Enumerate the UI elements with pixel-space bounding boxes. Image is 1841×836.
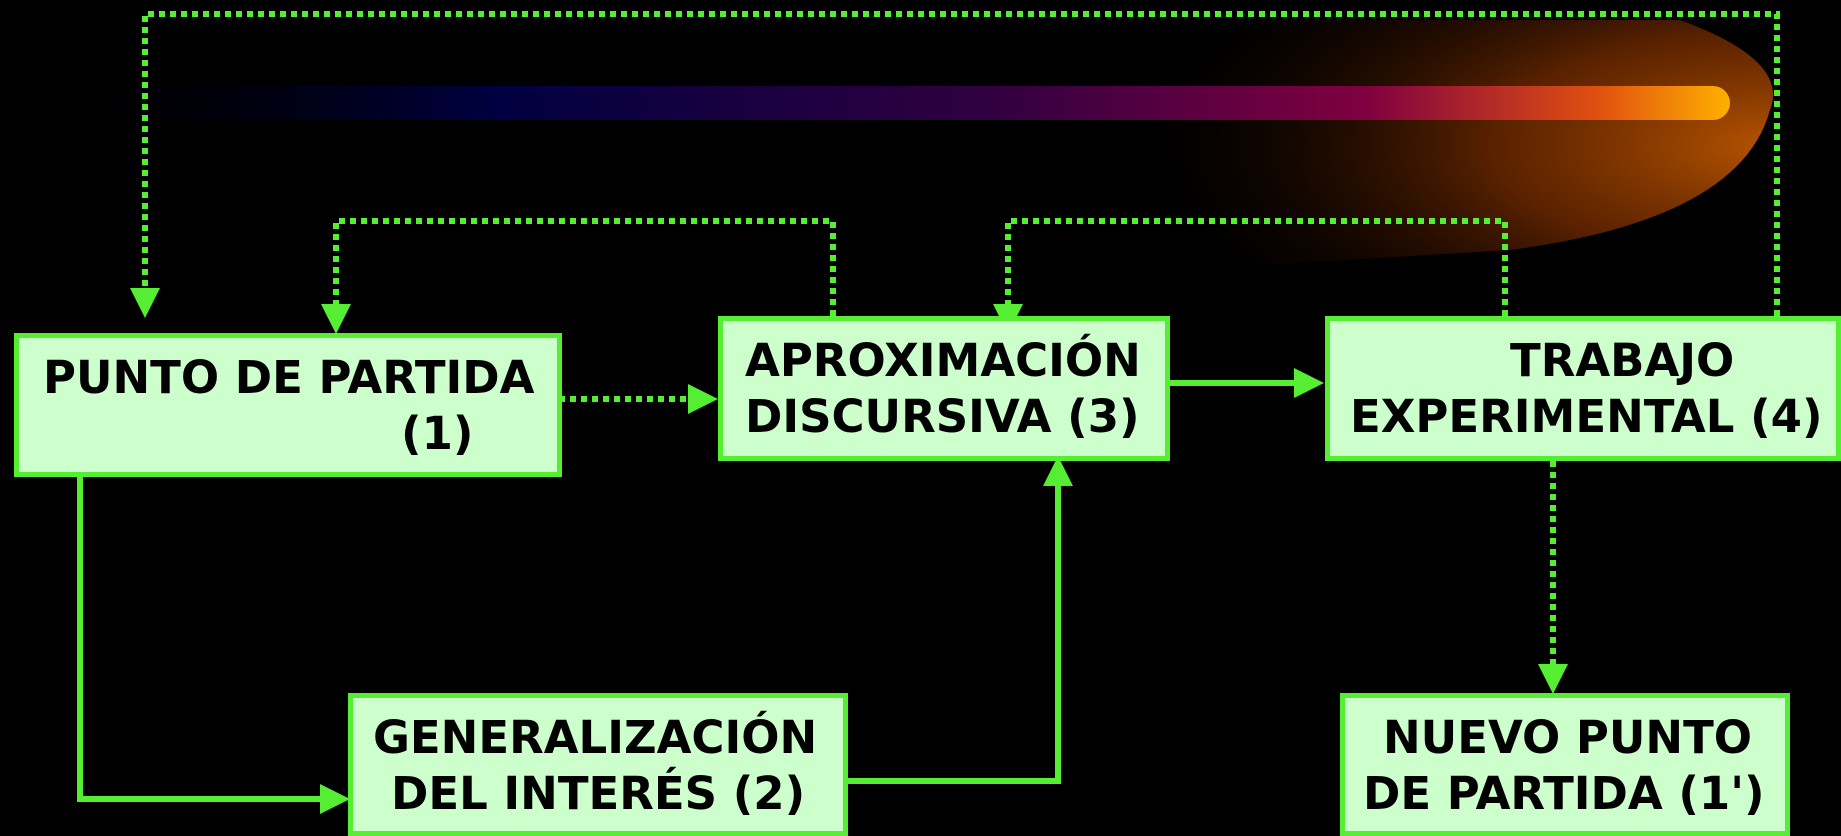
box-nuevo-punto-de-partida: NUEVO PUNTO DE PARTIDA (1')	[1340, 693, 1790, 836]
comet-graphic	[80, 20, 1774, 272]
box-generalizacion-line1: GENERALIZACIÓN	[373, 711, 818, 764]
comet-glow	[1150, 20, 1774, 272]
box-aproximacion-line2: DISCURSIVA (3)	[745, 390, 1140, 443]
box-trabajo-experimental: TRABAJO EXPERIMENTAL (4)	[1325, 316, 1841, 461]
box-punto-de-partida-line2: (1)	[401, 407, 474, 460]
solid-arrow-2-to-3	[833, 456, 1073, 784]
box-nuevo-punto-line2: DE PARTIDA (1')	[1363, 767, 1765, 820]
box-trabajo-line1: TRABAJO	[1510, 334, 1735, 387]
dotted-arrow-3-to-1	[321, 218, 836, 334]
dotted-arrow-4-to-1	[130, 11, 1780, 318]
box-generalizacion-line2: DEL INTERÉS (2)	[391, 767, 806, 820]
box-generalizacion-del-interes: GENERALIZACIÓN DEL INTERÉS (2)	[348, 693, 848, 836]
box-aproximacion-line1: APROXIMACIÓN	[745, 334, 1141, 387]
dotted-arrow-4-to-3	[993, 218, 1508, 334]
box-trabajo-line2: EXPERIMENTAL (4)	[1350, 390, 1823, 443]
box-punto-de-partida-line1: PUNTO DE PARTIDA	[43, 351, 535, 404]
solid-arrow-1-to-2	[77, 477, 350, 814]
box-aproximacion-discursiva: APROXIMACIÓN DISCURSIVA (3)	[718, 316, 1170, 461]
comet-tail	[80, 86, 1730, 120]
box-nuevo-punto-line1: NUEVO PUNTO	[1383, 711, 1753, 764]
box-punto-de-partida: PUNTO DE PARTIDA (1)	[14, 333, 562, 477]
